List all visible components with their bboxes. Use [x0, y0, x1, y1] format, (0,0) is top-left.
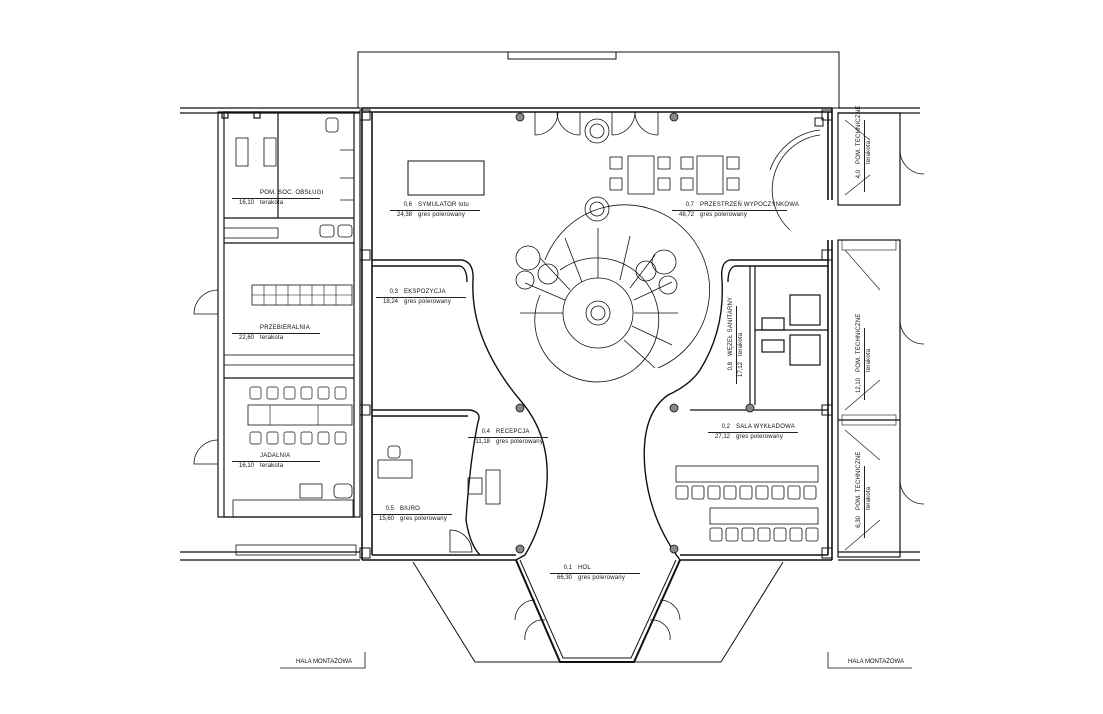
- room-floor: terakota: [260, 463, 284, 469]
- room-name: POM. TECHNICZNE: [856, 313, 862, 372]
- room-area: 27,12: [714, 434, 730, 440]
- spiral-staircase: [515, 204, 710, 383]
- room-number: 0,3: [389, 289, 398, 295]
- hall-markers: [280, 652, 912, 669]
- room-floor: gres polerowany: [418, 212, 466, 218]
- room-label-pom-techniczne-1: 4,0 POM. TECHNICZNE terakota: [856, 105, 873, 192]
- main-hall-walls: [361, 107, 833, 561]
- room-label-wezel-sanitarny: 0,8 WĘZEŁ SANITARNY 17,12 terakota: [728, 297, 745, 384]
- room-number: 0,5: [385, 506, 394, 512]
- plants: [584, 118, 611, 326]
- lounge-furniture: [609, 155, 740, 195]
- room-name: BIURO: [400, 506, 421, 512]
- entrance-canopy-top: [357, 51, 840, 109]
- room-name: EKSPOZYCJA: [404, 289, 446, 295]
- room-area: 22,60: [238, 335, 254, 341]
- room-number: 0,4: [481, 429, 490, 435]
- room-label-jadalnia: JADALNIA 16,10 terakota: [232, 453, 320, 470]
- room-label-recepcja: 0,4 RECEPCJA 11,18 gres polerowany: [468, 429, 548, 446]
- room-area: 12,10: [856, 378, 862, 394]
- room-name: PRZEBIERALNIA: [260, 325, 310, 331]
- room-name: SALA WYKŁADOWA: [736, 424, 795, 430]
- room-number: 0,6: [403, 202, 412, 208]
- room-name: PRZESTRZEŃ WYPOCZYNKOWA: [700, 202, 800, 208]
- room-name: SYMULATOR lotu: [418, 202, 469, 208]
- room-area: 16,10: [238, 463, 254, 469]
- room-number: 0,1: [563, 565, 572, 571]
- top-doors: [534, 111, 821, 231]
- room-area: 48,72: [678, 212, 694, 218]
- office-furniture: [377, 445, 501, 553]
- hala-montazowa-right: HALA MONTAŻOWA: [848, 659, 905, 665]
- hala-montazowa-left: HALA MONTAŻOWA: [296, 659, 353, 665]
- room-floor: gres polerowany: [700, 212, 748, 218]
- room-number: 0,2: [721, 424, 730, 430]
- room-label-sala-wykladowa: 0,2 SALA WYKŁADOWA 27,12 gres polerowany: [708, 424, 798, 441]
- room-label-pom-techniczne-2: 12,10 POM. TECHNICZNE terakota: [856, 313, 873, 400]
- room-name: POM. SOC. OBSŁUGI: [260, 190, 324, 196]
- room-floor: gres polerowany: [400, 516, 448, 522]
- front-entrance: [412, 559, 784, 663]
- right-wing: [837, 107, 925, 561]
- room-label-biuro: 0,5 BIURO 15,60 gres polerowany: [372, 506, 452, 523]
- room-number: 0,8: [728, 362, 734, 371]
- column-dots: [515, 112, 755, 554]
- room-floor: gres polerowany: [736, 434, 784, 440]
- room-label-hol: 0,1 HOL 66,30 gres polerowany: [550, 565, 640, 582]
- room-floor: terakota: [866, 348, 872, 372]
- sanitary-walls: [690, 266, 828, 411]
- room-name: POM. TECHNICZNE: [856, 105, 862, 164]
- room-area: 4,0: [856, 170, 862, 179]
- curved-walls: [372, 259, 828, 561]
- left-wing: [180, 107, 361, 561]
- lecture-seating: [675, 465, 819, 542]
- room-name: POM. TECHNICZNE: [856, 451, 862, 510]
- room-label-pom-soc-obslugi: POM. SOC. OBSŁUGI 16,10 terakota: [232, 190, 323, 207]
- room-name: JADALNIA: [260, 453, 291, 459]
- room-label-symulator: 0,6 SYMULATOR lotu 24,38 gres polerowany: [390, 202, 480, 219]
- room-area: 6,30: [856, 516, 862, 528]
- simulator-box: [407, 160, 485, 196]
- room-floor: gres polerowany: [496, 439, 544, 445]
- room-name: RECEPCJA: [496, 429, 530, 435]
- room-name: WĘZEŁ SANITARNY: [728, 296, 734, 356]
- room-area: 11,18: [475, 439, 490, 445]
- room-floor: terakota: [866, 140, 872, 164]
- room-floor: terakota: [738, 332, 744, 356]
- room-label-przebieralnia: PRZEBIERALNIA 22,60 terakota: [232, 325, 320, 342]
- room-area: 16,10: [238, 200, 254, 206]
- room-label-przestrzen-wypoczynkowa: 0,7 PRZESTRZEŃ WYPOCZYNKOWA 48,72 gres pol…: [672, 202, 799, 219]
- room-number: 0,7: [685, 202, 694, 208]
- corner-columns: [359, 109, 833, 559]
- room-label-pom-techniczne-3: 6,30 POM. TECHNICZNE terakota: [856, 451, 873, 538]
- room-floor: terakota: [866, 486, 872, 510]
- room-label-ekspozycja: 0,3 EKSPOZYCJA 18,24 gres polerowany: [376, 289, 466, 306]
- room-area: 17,12: [738, 362, 744, 378]
- room-floor: terakota: [260, 335, 284, 341]
- room-area: 66,30: [556, 575, 572, 581]
- room-area: 24,38: [396, 212, 412, 218]
- room-floor: gres polerowany: [578, 575, 626, 581]
- room-area: 15,60: [378, 516, 394, 522]
- room-area: 18,24: [382, 299, 398, 305]
- room-name: HOL: [578, 565, 591, 571]
- room-floor: terakota: [260, 200, 284, 206]
- room-floor: gres polerowany: [404, 299, 452, 305]
